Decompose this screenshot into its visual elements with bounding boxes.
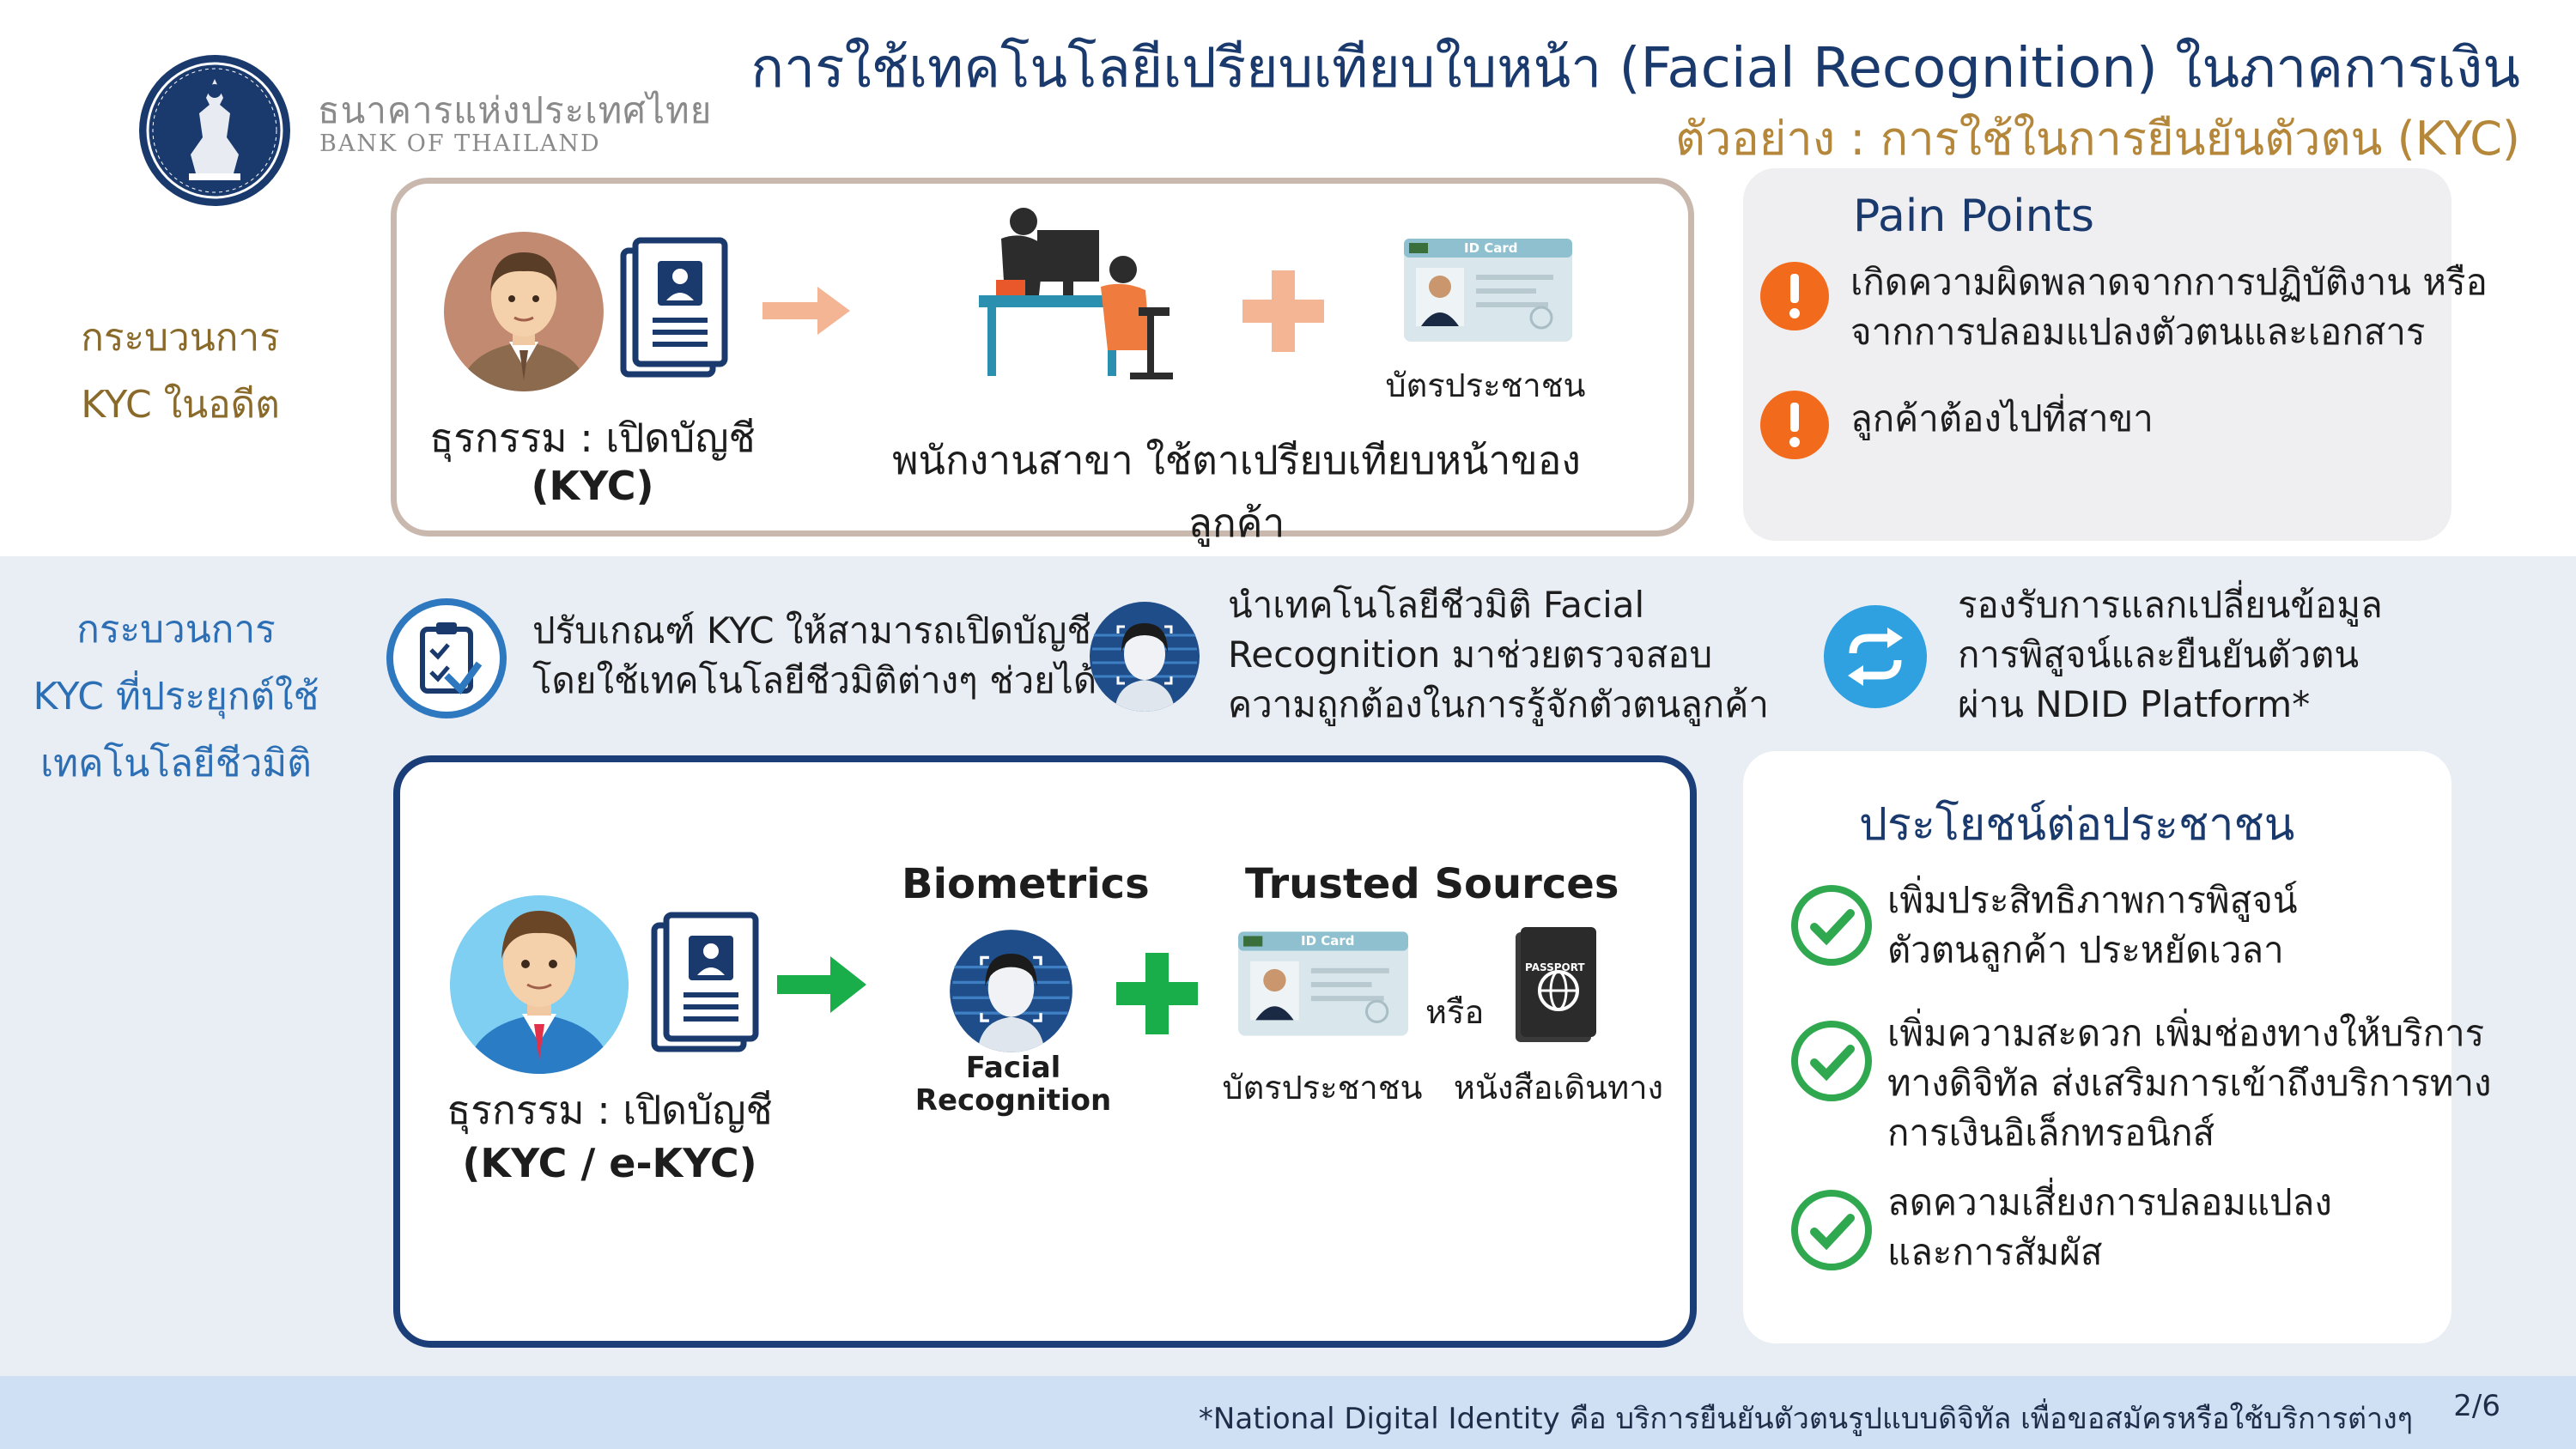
pain-points-title: Pain Points xyxy=(1853,191,2095,242)
bank-name-thai: ธนาคารแห่งประเทศไทย xyxy=(318,89,713,131)
document-icon xyxy=(620,237,732,382)
check-icon xyxy=(1790,1020,1873,1106)
document-icon xyxy=(651,912,762,1057)
check-icon xyxy=(1790,884,1873,970)
plus-icon xyxy=(1116,953,1198,1038)
bank-name-english: BANK OF THAILAND xyxy=(319,130,601,157)
biometrics-title: Biometrics xyxy=(902,860,1150,908)
pain-point-1-line1: เกิดความผิดพลาดจากการปฏิบัติงาน หรือ xyxy=(1850,261,2488,303)
id-card-icon xyxy=(1404,239,1572,345)
alert-icon xyxy=(1760,262,1829,334)
new-kyc-box xyxy=(393,755,1697,1348)
checklist-icon xyxy=(386,598,507,722)
customer-avatar-icon xyxy=(442,221,605,397)
feature-2-line1: นำเทคโนโลยีชีวมิติ Facial xyxy=(1228,584,1645,626)
benefit-1-line2: ตัวตนลูกค้า ประหยัดเวลา xyxy=(1887,929,2284,971)
past-transaction-line1: ธุรกรรม : เปิดบัญชี xyxy=(429,415,756,461)
feature-1-line1: ปรับเกณฑ์ KYC ให้สามารถเปิดบัญชี xyxy=(532,609,1091,652)
page-subtitle: ตัวอย่าง : การใช้ในการยืนยันตัวตน (KYC) xyxy=(1674,112,2520,166)
feature-3-text: รองรับการแลกเปลี่ยนข้อมูล การพิสูจน์และย… xyxy=(1958,580,2383,730)
new-label-line3: เทคโนโลยีชีวมิติ xyxy=(40,742,312,785)
new-process-label: กระบวนการ KYC ที่ประยุกต์ใช้ เทคโนโลยีชี… xyxy=(30,597,322,797)
or-text: หรือ xyxy=(1425,993,1485,1031)
feature-3-line3: ผ่าน NDID Platform* xyxy=(1958,683,2311,725)
past-label-line2: KYC ในอดีต xyxy=(81,383,280,427)
benefit-2-line1: เพิ่มความสะดวก เพิ่มช่องทางให้บริการ xyxy=(1887,1012,2485,1054)
page-title: การใช้เทคโนโลยีเปรียบเทียบใบหน้า (Facial… xyxy=(750,37,2520,100)
feature-1-text: ปรับเกณฑ์ KYC ให้สามารถเปิดบัญชี โดยใช้เ… xyxy=(532,606,1097,706)
new-transaction-line2: (KYC / e-KYC) xyxy=(462,1140,757,1186)
feature-3-line2: การพิสูจน์และยืนยันตัวตน xyxy=(1958,634,2360,676)
past-label-line1: กระบวนการ xyxy=(81,316,280,360)
face-scan-icon xyxy=(1089,601,1200,716)
bank-logo xyxy=(137,53,292,208)
past-transaction-label: ธุรกรรม : เปิดบัญชี (KYC) xyxy=(429,414,756,510)
benefits-title: ประโยชน์ต่อประชาชน xyxy=(1859,799,2295,851)
facial-label-line2: Recognition xyxy=(914,1083,1112,1118)
feature-2-line2: Recognition มาช่วยตรวจสอบ xyxy=(1228,634,1713,676)
new-id-card-caption: บัตรประชาชน xyxy=(1222,1069,1423,1106)
passport-caption: หนังสือเดินทาง xyxy=(1453,1069,1664,1106)
staff-caption: พนักงานสาขา ใช้ตาเปรียบเทียบหน้าของลูกค้… xyxy=(892,437,1581,546)
benefit-1-line1: เพิ่มประสิทธิภาพการพิสูจน์ xyxy=(1887,879,2298,921)
pain-point-2: ลูกค้าต้องไปที่สาขา xyxy=(1850,397,2154,440)
footnote: *National Digital Identity คือ บริการยืน… xyxy=(1198,1402,2413,1436)
feature-2-text: นำเทคโนโลยีชีวมิติ Facial Recognition มา… xyxy=(1228,580,1769,730)
bank-staff-desk-icon xyxy=(970,204,1185,397)
pain-points-card xyxy=(1743,168,2451,541)
id-card-text: ID Card xyxy=(1301,933,1355,949)
benefit-2-line2: ทางดิจิทัล ส่งเสริมการเข้าถึงบริการทาง xyxy=(1887,1062,2492,1104)
arrow-right-icon xyxy=(762,283,853,342)
benefit-3-line2: และการสัมผัส xyxy=(1887,1231,2103,1273)
feature-2-line3: ความถูกต้องในการรู้จักตัวตนลูกค้า xyxy=(1228,683,1769,725)
alert-icon xyxy=(1760,391,1829,463)
passport-text: PASSPORT xyxy=(1525,961,1585,973)
new-transaction-label: ธุรกรรม : เปิดบัญชี (KYC / e-KYC) xyxy=(438,1083,781,1190)
id-card-text: ID Card xyxy=(1464,240,1518,256)
page-number: 2/6 xyxy=(2453,1389,2500,1423)
customer-avatar-icon xyxy=(448,880,630,1079)
benefit-2-line3: การเงินอิเล็กทรอนิกส์ xyxy=(1887,1112,2215,1154)
past-id-card-caption: บัตรประชาชน xyxy=(1385,367,1586,404)
face-scan-icon xyxy=(949,929,1073,1057)
id-card-icon xyxy=(1238,931,1408,1040)
pain-point-1-line2: จากการปลอมแปลงตัวตนและเอกสาร xyxy=(1850,311,2426,353)
benefit-1: เพิ่มประสิทธิภาพการพิสูจน์ ตัวตนลูกค้า ป… xyxy=(1887,876,2298,975)
trusted-sources-title: Trusted Sources xyxy=(1245,860,1619,908)
past-process-label: กระบวนการ KYC ในอดีต xyxy=(34,305,326,439)
new-label-line1: กระบวนการ xyxy=(76,608,276,652)
facial-label-line1: Facial xyxy=(965,1051,1061,1085)
pain-point-1: เกิดความผิดพลาดจากการปฏิบัติงาน หรือ จาก… xyxy=(1850,258,2488,357)
new-label-line2: KYC ที่ประยุกต์ใช้ xyxy=(33,675,319,718)
footer-bar xyxy=(0,1376,2576,1449)
facial-recognition-label: Facial Recognition xyxy=(910,1052,1116,1117)
check-icon xyxy=(1790,1189,1873,1275)
benefit-2: เพิ่มความสะดวก เพิ่มช่องทางให้บริการ ทาง… xyxy=(1887,1009,2492,1158)
passport-icon xyxy=(1516,927,1596,1046)
new-transaction-line1: ธุรกรรม : เปิดบัญชี xyxy=(447,1087,773,1133)
feature-3-line1: รองรับการแลกเปลี่ยนข้อมูล xyxy=(1958,584,2383,626)
exchange-icon xyxy=(1824,605,1927,712)
benefit-3-line1: ลดความเสี่ยงการปลอมแปลง xyxy=(1887,1181,2332,1223)
benefit-3: ลดความเสี่ยงการปลอมแปลง และการสัมผัส xyxy=(1887,1178,2332,1277)
arrow-right-icon xyxy=(777,955,867,1018)
plus-icon xyxy=(1242,270,1324,355)
past-transaction-line2: (KYC) xyxy=(531,463,654,509)
feature-1-line2: โดยใช้เทคโนโลยีชีวมิติต่างๆ ช่วยได้ xyxy=(532,659,1097,701)
